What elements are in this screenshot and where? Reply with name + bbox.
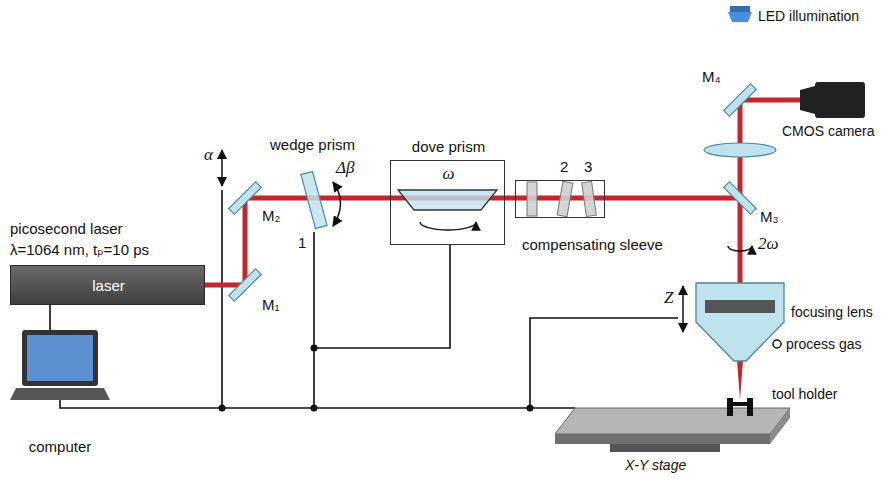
angle-symbol: Δβ bbox=[336, 158, 354, 178]
camera-icon-part bbox=[815, 82, 865, 118]
xy-stage-part bbox=[555, 408, 790, 434]
imaging-lens bbox=[704, 143, 776, 157]
compensating-sleeve: compensating sleeve bbox=[515, 180, 605, 218]
spec-label: picosecond laser bbox=[10, 220, 123, 238]
compensating-plate-part bbox=[557, 181, 573, 216]
dove-prism-body bbox=[398, 190, 497, 210]
compensating-plate bbox=[527, 181, 596, 216]
laptop-icon-part bbox=[27, 335, 93, 381]
control-wire-part bbox=[313, 232, 315, 408]
dove-prism-housing: dove prismω bbox=[390, 160, 505, 245]
mirror-part bbox=[724, 182, 757, 215]
gas-inlet bbox=[773, 340, 781, 348]
part-label: X-Y stage bbox=[625, 457, 686, 474]
laser-box: laser bbox=[10, 265, 205, 305]
wedge-prism bbox=[301, 171, 327, 228]
focusing-head: focusing lens bbox=[695, 282, 785, 362]
tool-holder bbox=[727, 398, 753, 416]
focused-beam bbox=[737, 360, 743, 400]
laptop-icon-part bbox=[22, 330, 98, 386]
camera-icon-part bbox=[800, 86, 815, 114]
wire-junction-part bbox=[219, 405, 226, 412]
led-icon-part bbox=[730, 6, 750, 12]
callout-number: 3 bbox=[584, 158, 592, 176]
xy-stage-part bbox=[610, 444, 720, 452]
tool-holder-part bbox=[747, 398, 753, 416]
control-wire-part bbox=[60, 400, 575, 408]
beam-connector bbox=[505, 196, 515, 201]
control-wire-part bbox=[221, 190, 223, 408]
mirror-part bbox=[724, 84, 757, 117]
tool-holder-part bbox=[727, 398, 733, 416]
node-symbol: ω bbox=[442, 164, 454, 184]
laser-beam-part bbox=[605, 196, 742, 201]
wire-junction-part bbox=[527, 405, 534, 412]
angle-symbol: α bbox=[204, 145, 213, 165]
computer-node: computer bbox=[10, 330, 110, 458]
mirror-label: M₂ bbox=[262, 207, 280, 225]
lens-element bbox=[705, 300, 775, 313]
camera-icon bbox=[800, 82, 865, 118]
led-icon bbox=[728, 6, 752, 22]
node-label: dove prism bbox=[412, 138, 485, 156]
part-label: CMOS camera bbox=[782, 123, 875, 140]
axis-label: Z bbox=[664, 288, 673, 308]
part-label: tool holder bbox=[772, 386, 837, 403]
signal-wire bbox=[49, 305, 51, 330]
tilt-arrow bbox=[221, 150, 223, 186]
rotation-arrow bbox=[728, 246, 752, 251]
z-axis-arrow bbox=[682, 286, 684, 332]
tool-holder-part bbox=[727, 402, 753, 406]
control-wire-part bbox=[314, 245, 450, 348]
mirror-label: M₄ bbox=[702, 68, 721, 86]
callout-number: 1 bbox=[298, 234, 306, 252]
node-label: compensating sleeve bbox=[522, 236, 663, 254]
xy-stage-part bbox=[555, 434, 770, 444]
spec-label: λ=1064 nm, tₚ=10 ps bbox=[10, 241, 149, 259]
node-label: focusing lens bbox=[791, 304, 873, 321]
rate-symbol: 2ω bbox=[758, 234, 779, 254]
rotation-arrow bbox=[420, 222, 476, 230]
wire-junction-part bbox=[311, 345, 318, 352]
laptop-icon bbox=[10, 330, 110, 400]
compensating-plate-part bbox=[582, 181, 597, 216]
laser-beam-part bbox=[243, 196, 248, 287]
mirror-part bbox=[229, 269, 262, 302]
led-icon-part bbox=[728, 12, 752, 22]
mirror-label: M₁ bbox=[262, 296, 280, 314]
mirror-part bbox=[229, 182, 262, 215]
laptop-icon-part bbox=[10, 388, 110, 400]
xy-stage bbox=[555, 408, 790, 452]
wire-junction bbox=[219, 345, 534, 412]
wire-junction-part bbox=[311, 405, 318, 412]
part-label: wedge prism bbox=[270, 136, 355, 154]
focusing-head-outline bbox=[695, 282, 785, 362]
control-wire-part bbox=[530, 318, 678, 408]
rotation-arrow bbox=[333, 182, 341, 226]
laser-beam-part bbox=[738, 196, 743, 284]
mirror-label: M₃ bbox=[760, 208, 779, 226]
xy-stage-part bbox=[770, 408, 790, 444]
callout-number: 2 bbox=[560, 158, 568, 176]
compensating-plate-part bbox=[527, 182, 537, 216]
nozzle-body bbox=[696, 283, 784, 361]
node-label: computer bbox=[29, 438, 92, 456]
part-label: process gas bbox=[786, 336, 861, 353]
laser-beam bbox=[205, 98, 800, 287]
part-label: LED illumination bbox=[758, 8, 859, 25]
mirror bbox=[229, 84, 757, 302]
node-label: laser bbox=[92, 277, 125, 295]
